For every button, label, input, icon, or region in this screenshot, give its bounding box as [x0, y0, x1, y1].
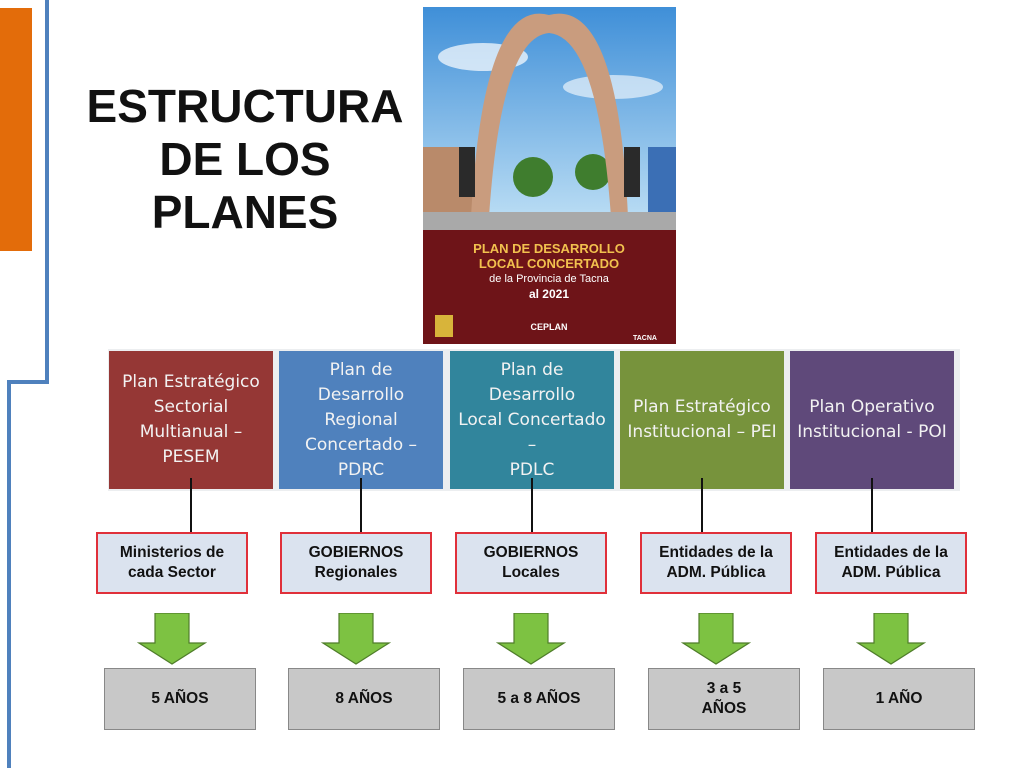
title-line-1: ESTRUCTURA: [86, 80, 404, 132]
duration-label-line: 3 a 5: [706, 680, 742, 697]
duration-box-3: 5 a 8 AÑOS: [463, 668, 615, 730]
entity-label-line: Locales: [502, 564, 560, 581]
entity-box-5: Entidades de la ADM. Pública: [815, 532, 967, 594]
cover-year: al 2021: [529, 287, 569, 301]
duration-label-line: 5 AÑOS: [151, 690, 209, 707]
page-title: ESTRUCTURA DE LOS PLANES: [80, 80, 410, 239]
title-line-2: DE LOS: [159, 133, 331, 185]
entity-label-line: cada Sector: [128, 564, 216, 581]
entity-box-4: Entidades de la ADM. Pública: [640, 532, 792, 594]
plan-label-line: Institucional - POI: [797, 422, 947, 442]
connector-line: [871, 478, 873, 536]
entity-label-line: Entidades de la: [834, 544, 948, 561]
plan-label-line: PESEM: [162, 447, 220, 467]
cover-subheading: de la Provincia de Tacna: [489, 273, 610, 285]
entity-box-3: GOBIERNOS Locales: [455, 532, 607, 594]
entity-label-line: Ministerios de: [119, 544, 225, 561]
down-arrow-icon: [137, 613, 207, 665]
cover-heading-2: LOCAL CONCERTADO: [479, 256, 619, 271]
entity-label-line: ADM. Pública: [666, 564, 766, 581]
plan-label-line: Local Concertado –: [458, 409, 606, 455]
plan-label-line: Multianual –: [139, 422, 243, 442]
entity-label-line: GOBIERNOS: [483, 544, 579, 561]
connector-line: [190, 478, 192, 536]
duration-box-2: 8 AÑOS: [288, 668, 440, 730]
plan-label-line: Plan Operativo: [809, 397, 935, 417]
duration-label-line: 5 a 8 AÑOS: [497, 690, 581, 707]
down-arrow-icon: [496, 613, 566, 665]
entity-label-line: Regionales: [314, 564, 398, 581]
down-arrow-icon: [856, 613, 926, 665]
down-arrow-icon: [321, 613, 391, 665]
plan-label-line: Plan Estratégico: [633, 397, 771, 417]
duration-box-5: 1 AÑO: [823, 668, 975, 730]
connector-line: [531, 478, 533, 536]
plan-label-line: Plan Estratégico: [122, 372, 260, 392]
entity-label-line: GOBIERNOS: [308, 544, 404, 561]
entity-box-2: GOBIERNOS Regionales: [280, 532, 432, 594]
title-line-3: PLANES: [151, 186, 339, 238]
plan-label-line: Plan de Desarrollo: [488, 359, 576, 405]
plan-label-line: Plan de Desarrollo: [317, 359, 405, 405]
cover-logo-right: TACNA: [633, 335, 657, 342]
cover-logo-center: CEPLAN: [530, 322, 567, 332]
down-arrow-icon: [681, 613, 751, 665]
side-decoration-line: [7, 0, 49, 768]
entity-label-line: ADM. Pública: [841, 564, 941, 581]
duration-label-line: AÑOS: [701, 700, 747, 717]
plan-label-line: Sectorial: [153, 397, 229, 417]
duration-box-4: 3 a 5 AÑOS: [648, 668, 800, 730]
plan-label-line: Institucional – PEI: [627, 422, 777, 442]
plan-label-line: PDLC: [509, 459, 555, 480]
entity-label-line: Entidades de la: [659, 544, 773, 561]
plan-label-line: Concertado – PDRC: [304, 434, 418, 480]
cover-shield-logo: [435, 315, 453, 337]
duration-label-line: 8 AÑOS: [335, 690, 393, 707]
accent-bar: [0, 8, 32, 251]
duration-label-line: 1 AÑO: [875, 690, 923, 707]
plan-cover-image: PLAN DE DESARROLLO LOCAL CONCERTADO de l…: [423, 7, 676, 344]
connector-line: [701, 478, 703, 536]
duration-box-1: 5 AÑOS: [104, 668, 256, 730]
connector-line: [360, 478, 362, 536]
cover-heading-1: PLAN DE DESARROLLO: [473, 241, 625, 256]
entity-box-1: Ministerios de cada Sector: [96, 532, 248, 594]
plan-label-line: Regional: [324, 409, 398, 430]
